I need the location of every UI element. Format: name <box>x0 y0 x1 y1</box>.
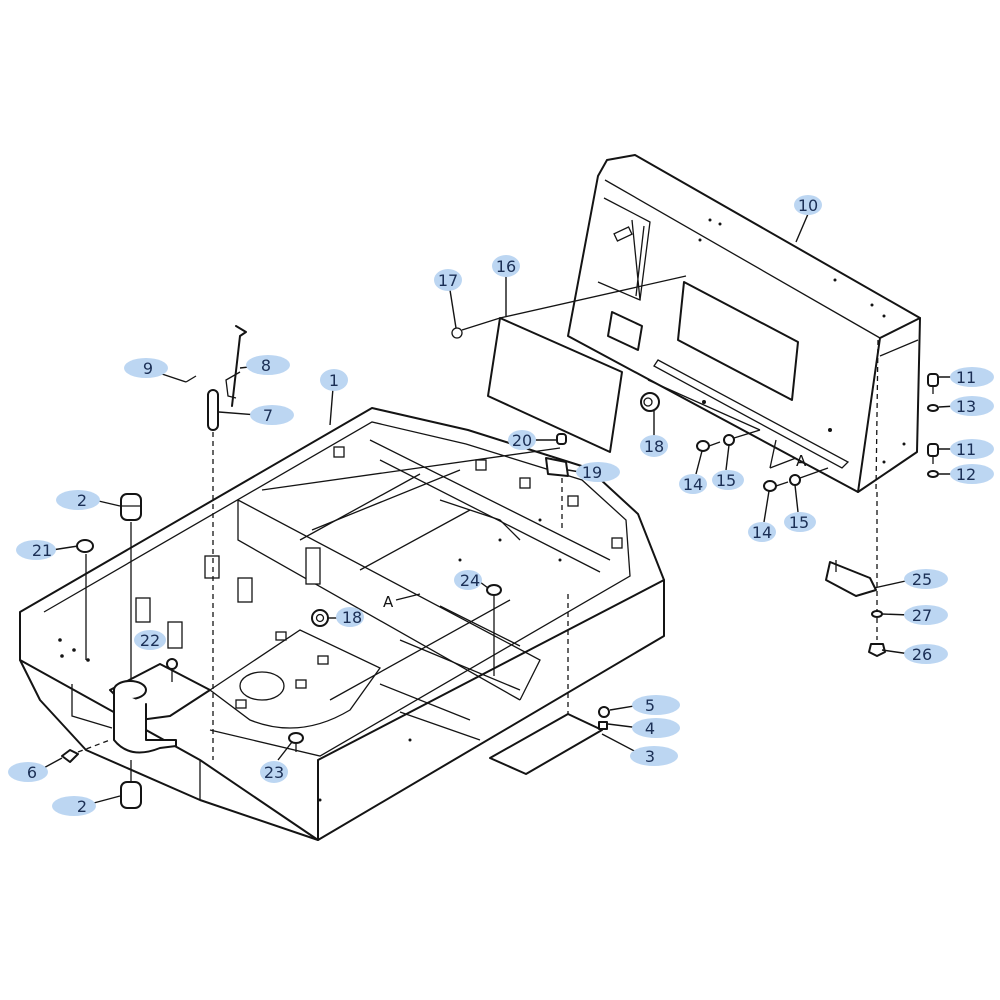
svg-text:18: 18 <box>644 437 664 456</box>
callout-18-housing[interactable]: 18 <box>640 411 668 457</box>
svg-text:25: 25 <box>912 570 932 589</box>
svg-text:9: 9 <box>143 359 153 378</box>
callout-15-right[interactable]: 15 <box>784 484 816 532</box>
callout-14-left[interactable]: 14 <box>679 450 707 494</box>
svg-text:2: 2 <box>77 797 87 816</box>
svg-text:18: 18 <box>342 608 362 627</box>
svg-text:15: 15 <box>789 513 809 532</box>
svg-text:15: 15 <box>716 471 736 490</box>
rear-housing: A <box>567 154 921 493</box>
callout-17[interactable]: 17 <box>434 269 462 329</box>
callout-5[interactable]: 5 <box>609 695 680 715</box>
callout-26[interactable]: 26 <box>881 644 948 664</box>
svg-text:27: 27 <box>912 606 932 625</box>
callout-19[interactable]: 19 <box>567 462 620 482</box>
svg-text:5: 5 <box>645 696 655 715</box>
svg-text:4: 4 <box>645 719 655 738</box>
svg-text:22: 22 <box>140 631 160 650</box>
svg-text:13: 13 <box>956 397 976 416</box>
callout-2-lower[interactable]: 2 <box>52 795 121 816</box>
screws-washers <box>696 429 829 492</box>
callout-10[interactable]: 10 <box>794 195 822 243</box>
svg-text:24: 24 <box>460 571 480 590</box>
front-left-parts <box>61 325 610 809</box>
svg-text:6: 6 <box>27 763 37 782</box>
callout-12[interactable]: 12 <box>939 464 994 484</box>
callout-8[interactable]: 8 <box>239 355 290 375</box>
svg-text:26: 26 <box>912 645 932 664</box>
svg-text:17: 17 <box>438 271 458 290</box>
svg-text:14: 14 <box>752 523 772 542</box>
svg-text:12: 12 <box>956 465 976 484</box>
callout-9[interactable]: 9 <box>124 358 187 383</box>
svg-text:20: 20 <box>512 431 532 450</box>
callout-6[interactable]: 6 <box>8 757 63 782</box>
callout-22[interactable]: 22 <box>134 630 166 650</box>
svg-text:8: 8 <box>261 356 271 375</box>
svg-text:21: 21 <box>32 541 52 560</box>
panel <box>451 275 687 453</box>
callout-24[interactable]: 24 <box>454 570 489 590</box>
callout-25[interactable]: 25 <box>873 569 948 589</box>
callout-3[interactable]: 3 <box>601 733 678 766</box>
svg-text:16: 16 <box>496 257 516 276</box>
callout-14-right[interactable]: 14 <box>748 490 776 542</box>
section-marker-housing: A <box>796 452 807 470</box>
callout-15-left[interactable]: 15 <box>712 444 744 490</box>
bolts-right <box>927 373 939 478</box>
svg-text:10: 10 <box>798 196 818 215</box>
callout-4[interactable]: 4 <box>607 718 680 738</box>
svg-text:14: 14 <box>683 475 703 494</box>
svg-text:11: 11 <box>956 368 976 387</box>
grommet-housing <box>640 392 660 412</box>
svg-text:7: 7 <box>263 406 273 425</box>
mounting-bracket-assembly <box>825 492 886 657</box>
callout-21[interactable]: 21 <box>16 540 79 560</box>
callout-20[interactable]: 20 <box>508 430 556 450</box>
callout-1[interactable]: 1 <box>320 369 348 426</box>
svg-text:19: 19 <box>582 463 602 482</box>
callout-7[interactable]: 7 <box>218 405 294 425</box>
callout-18-frame[interactable]: 18 <box>328 607 364 627</box>
svg-text:1: 1 <box>329 371 339 390</box>
callout-27[interactable]: 27 <box>881 605 948 625</box>
callout-23[interactable]: 23 <box>260 741 293 783</box>
callout-16[interactable]: 16 <box>492 255 520 316</box>
callout-11-upper[interactable]: 11 <box>939 367 994 387</box>
svg-text:11: 11 <box>956 440 976 459</box>
callout-11-lower[interactable]: 11 <box>939 439 994 459</box>
callout-2-upper[interactable]: 2 <box>56 490 121 510</box>
svg-text:2: 2 <box>77 491 87 510</box>
callouts: 1 2 2 3 4 5 6 <box>8 195 994 816</box>
svg-text:23: 23 <box>264 763 284 782</box>
svg-text:3: 3 <box>645 747 655 766</box>
callout-13[interactable]: 13 <box>938 396 994 416</box>
section-marker-frame: A <box>383 593 394 611</box>
